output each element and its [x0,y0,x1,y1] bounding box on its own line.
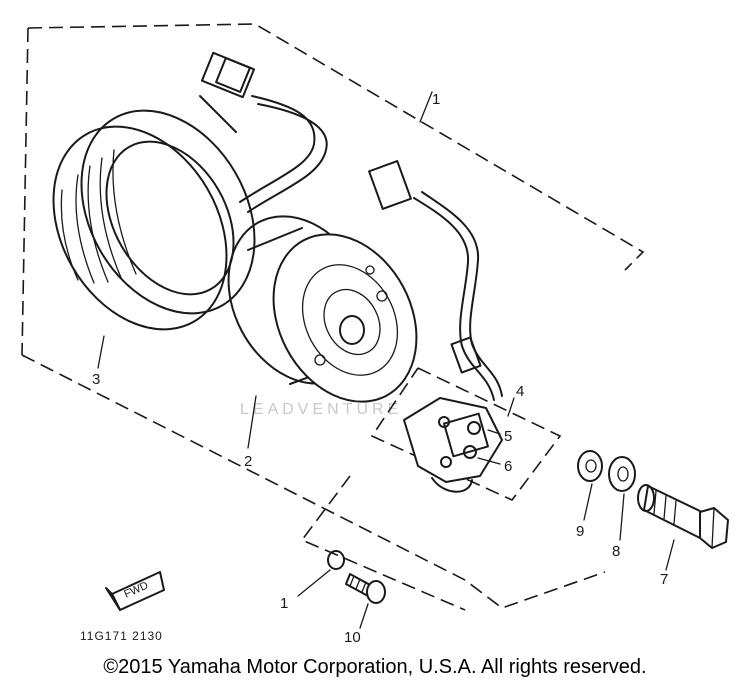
pickup-coil-assembly [403,397,503,493]
callout-6: 6 [504,458,512,475]
stator-coil [52,95,256,331]
assembly-outline [21,23,645,611]
callout-11: 1 [280,595,288,612]
washer-9 [577,450,603,482]
stator-wire-harness [200,51,328,213]
fwd-arrow-icon: FWD [105,571,165,611]
callout-10: 10 [344,629,361,646]
callout-8: 8 [612,543,620,560]
part-code: 11G171 2130 [80,629,163,643]
callout-9: 9 [576,523,584,540]
rotor-flywheel [227,215,418,403]
callout-5: 5 [504,428,512,445]
leader-lines [97,91,675,629]
callout-1-assembly: 1 [432,91,440,108]
callout-3: 3 [92,371,100,388]
washer-1 [327,550,345,570]
copyright-notice: ©2015 Yamaha Motor Corporation, U.S.A. A… [103,656,647,678]
pickup-subassembly-outline [370,367,562,501]
callout-2: 2 [244,453,252,470]
watermark: LEADVENTURE [240,401,402,418]
pickup-wire-harness [368,160,503,401]
callout-4: 4 [516,383,524,400]
screw-10 [345,573,386,604]
callout-7: 7 [660,571,668,588]
bolt-7 [637,484,729,549]
washer-8 [608,456,636,492]
